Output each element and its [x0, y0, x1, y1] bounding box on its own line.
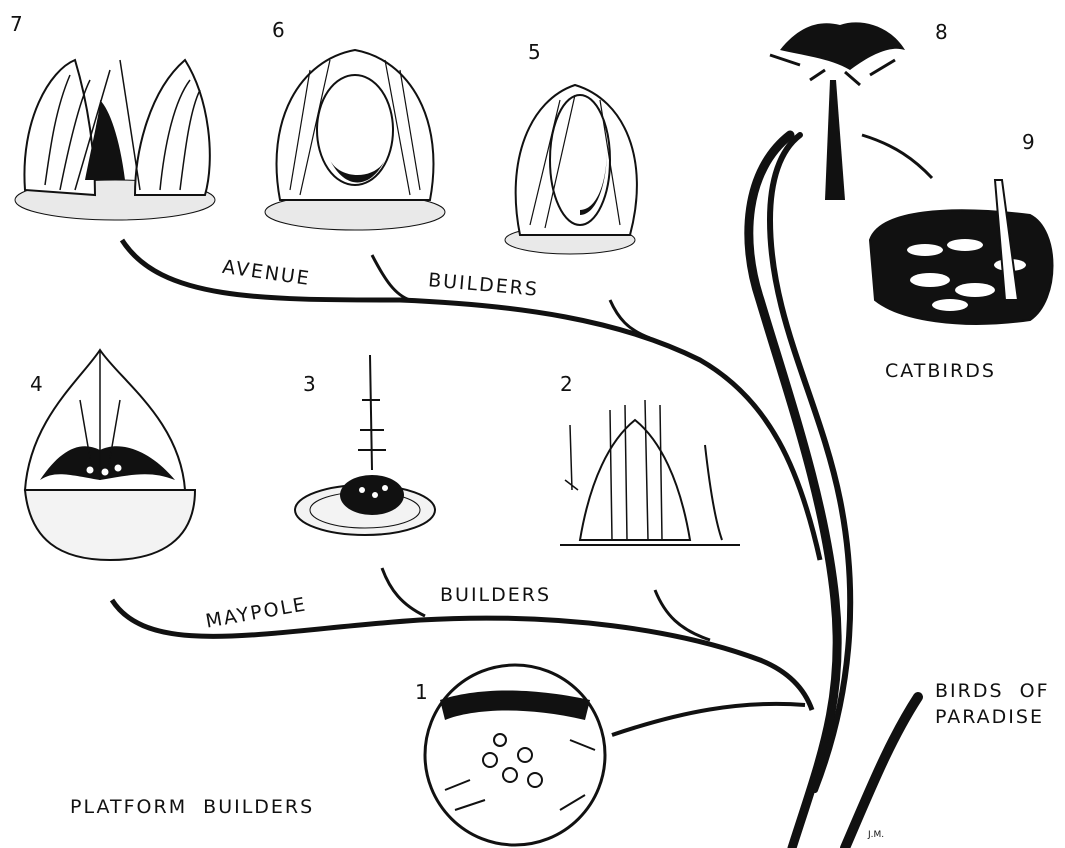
- bower-2-illustration: [560, 400, 740, 545]
- bower-number-6: 6: [272, 18, 285, 42]
- bower-6-illustration: [265, 50, 445, 230]
- label-platform-builders: PLATFORM BUILDERS: [70, 796, 314, 818]
- bower-3-illustration: [295, 355, 435, 535]
- bower-number-9: 9: [1022, 130, 1035, 154]
- bower-number-5: 5: [528, 40, 541, 64]
- catbird-twig: [862, 135, 932, 178]
- bower-number-1: 1: [415, 680, 428, 704]
- bower-number-3: 3: [303, 372, 316, 396]
- birds-of-paradise-branch: [845, 697, 918, 848]
- bower-5-illustration: [505, 85, 637, 254]
- bower-4-illustration: [25, 350, 195, 560]
- maypole-twig-3: [382, 568, 425, 616]
- bower-1-illustration: [425, 665, 605, 845]
- platform-branch: [612, 704, 805, 735]
- bower-9-illustration: [870, 180, 1053, 324]
- label-catbirds: CATBIRDS: [885, 360, 996, 382]
- label-birds-of-paradise-line1: BIRDS OF: [935, 680, 1050, 702]
- bower-number-2: 2: [560, 372, 573, 396]
- label-birds-of-paradise-line2: PARADISE: [935, 706, 1044, 728]
- bower-number-4: 4: [30, 372, 43, 396]
- bower-number-7: 7: [10, 12, 23, 36]
- avenue-twig-6: [372, 255, 410, 300]
- label-maypole-builders: BUILDERS: [440, 584, 551, 606]
- main-trunk: [749, 135, 837, 848]
- bower-7-illustration: [15, 60, 215, 220]
- artist-signature: J.M.: [868, 830, 884, 840]
- bower-number-8: 8: [935, 20, 948, 44]
- tree-8-illustration: [770, 22, 905, 200]
